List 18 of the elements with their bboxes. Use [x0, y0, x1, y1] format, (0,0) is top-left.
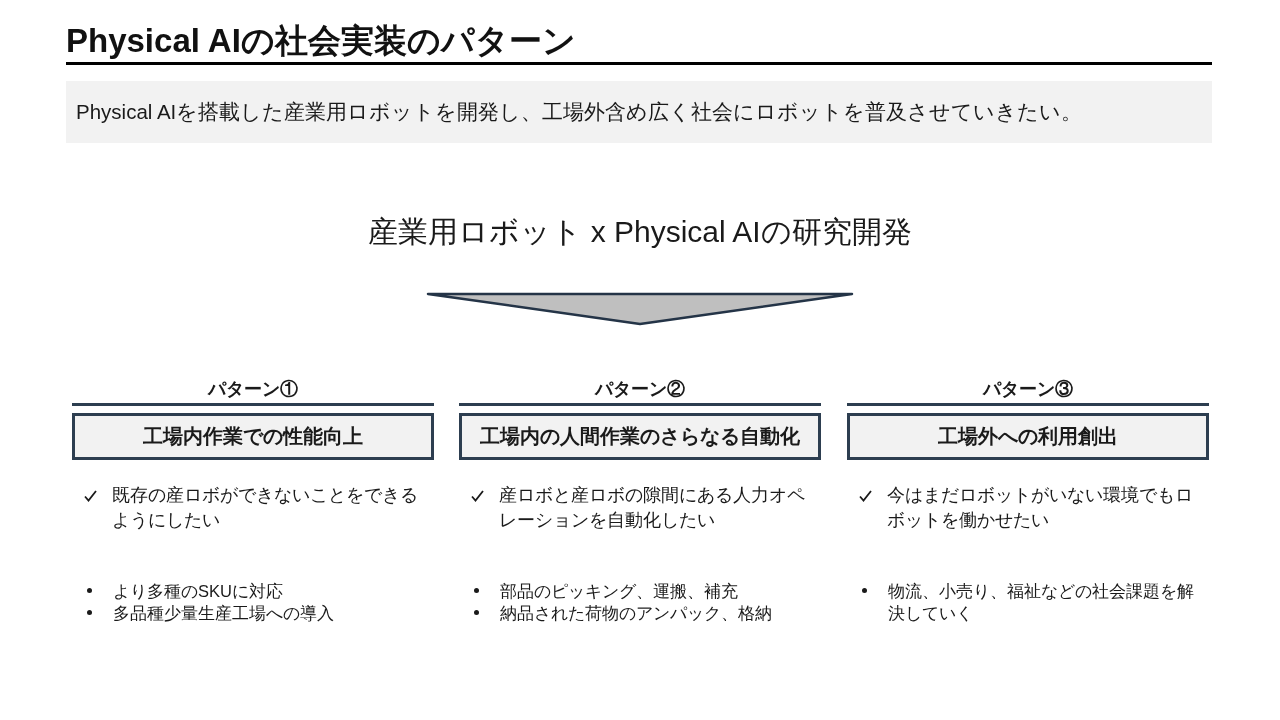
pattern-title: パターン① [208, 378, 298, 401]
pattern-box: 工場外への利用創出 [847, 412, 1209, 460]
page-title: Physical AIの社会実装のパターン [66, 21, 576, 61]
example-text: 物流、小売り、福祉などの社会課題を解決していく [888, 581, 1195, 624]
example-text: 納品された荷物のアンパック、格納 [500, 603, 773, 624]
message-band: Physical AIを搭載した産業用ロボットを開発し、工場外含め広く社会にロボットを普及させていきたい。 [66, 81, 1212, 143]
example-text: 多品種少量生産工場への導入 [113, 603, 335, 624]
research-heading: 産業用ロボット x Physical AIの研究開発 [368, 214, 912, 250]
goal-text: 今はまだロボットがいない環境でもロボットを働かせたい [887, 484, 1194, 532]
pattern-title: パターン③ [983, 378, 1073, 401]
goal-text: 産ロボと産ロボの隙間にある人力オペレーションを自動化したい [499, 484, 806, 532]
goal-text: 既存の産ロボができないことをできるようにしたい [112, 484, 419, 532]
example-text: 部品のピッキング、運搬、補充 [500, 581, 739, 602]
pattern-box: 工場内の人間作業のさらなる自動化 [459, 412, 821, 460]
pattern-box: 工場内作業での性能向上 [72, 412, 434, 460]
pattern-title: パターン② [595, 378, 685, 401]
chevron-arrow [426, 292, 854, 326]
example-text: より多種のSKUに対応 [113, 581, 284, 602]
